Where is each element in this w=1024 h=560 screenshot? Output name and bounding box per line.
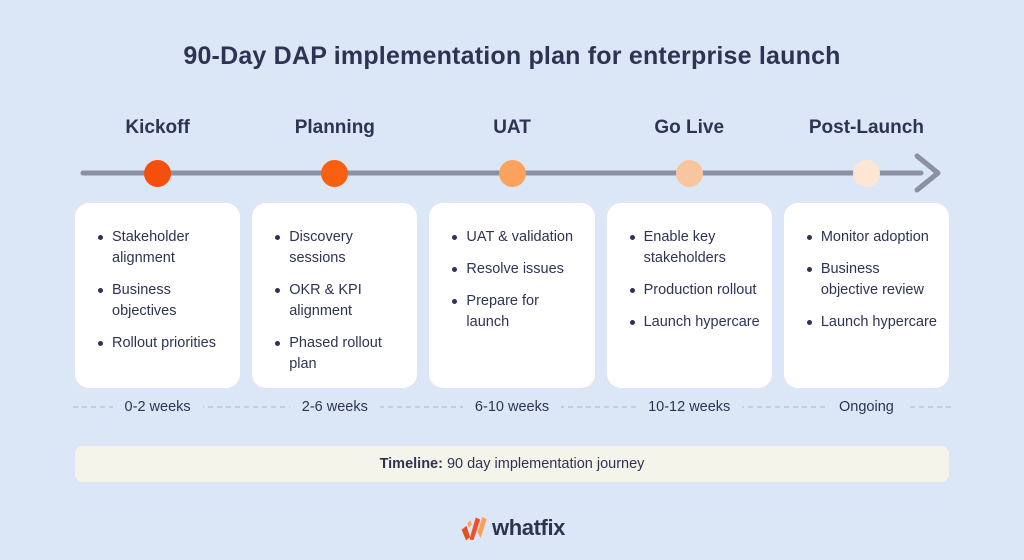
duration-uat: 6-10 weeks	[462, 399, 562, 415]
list-item: Stakeholder alignment	[97, 227, 228, 269]
footer: whatfix	[0, 514, 1024, 542]
duration-row: 0-2 weeks 2-6 weeks 6-10 weeks 10-12 wee…	[73, 388, 951, 426]
list-item: Production rollout	[629, 280, 760, 301]
duration-go-live: 10-12 weeks	[636, 399, 743, 415]
timeline-track	[75, 148, 949, 198]
phase-card-uat: UAT & validation Resolve issues Prepare …	[429, 203, 595, 388]
phase-card-row: Stakeholder alignment Business objective…	[75, 203, 950, 388]
list-item: Launch hypercare	[629, 312, 760, 333]
phase-card-post-launch: Monitor adoption Business objective revi…	[783, 203, 950, 388]
list-item: OKR & KPI alignment	[274, 280, 405, 322]
duration-kickoff: 0-2 weeks	[112, 399, 203, 415]
list-item: UAT & validation	[451, 227, 582, 248]
list-item: Business objectives	[97, 280, 228, 322]
list-item: Resolve issues	[451, 259, 582, 280]
timeline: Kickoff Planning UAT Go Live Post-Launch	[73, 117, 951, 426]
banner-text: 90 day implementation journey	[446, 456, 645, 472]
phase-name-planning: Planning	[294, 117, 375, 138]
phase-card-go-live: Enable key stakeholders Production rollo…	[606, 203, 772, 388]
milestone-dot-planning	[321, 159, 349, 187]
phase-name-kickoff: Kickoff	[125, 117, 190, 138]
milestone-dot-post-launch	[852, 159, 880, 187]
phase-name-uat: UAT	[493, 117, 531, 138]
phase-card-planning: Discovery sessions OKR & KPI alignment P…	[252, 203, 418, 388]
list-item: Phased rollout plan	[274, 333, 405, 375]
whatfix-logo-icon	[461, 516, 487, 541]
phase-card-kickoff: Stakeholder alignment Business objective…	[75, 203, 241, 388]
milestone-dot-uat	[498, 159, 526, 187]
list-item: Enable key stakeholders	[629, 227, 760, 269]
duration-post-launch: Ongoing	[827, 399, 906, 415]
milestone-dot-kickoff	[144, 159, 172, 187]
timeline-banner: Timeline: 90 day implementation journey	[75, 446, 949, 482]
list-item: Prepare for launch	[451, 291, 582, 333]
phase-name-post-launch: Post-Launch	[808, 117, 924, 138]
phase-name-go-live: Go Live	[654, 117, 725, 138]
milestone-dot-row	[75, 148, 949, 198]
list-item: Business objective review	[806, 259, 937, 301]
list-item: Discovery sessions	[274, 227, 405, 269]
phase-name-row: Kickoff Planning UAT Go Live Post-Launch	[75, 117, 949, 139]
list-item: Launch hypercare	[806, 312, 937, 333]
list-item: Monitor adoption	[806, 227, 937, 248]
page-title: 90-Day DAP implementation plan for enter…	[183, 42, 841, 70]
list-item: Rollout priorities	[97, 333, 228, 354]
duration-planning: 2-6 weeks	[289, 399, 380, 415]
whatfix-logo-text: whatfix	[492, 515, 565, 540]
banner-label: Timeline:	[379, 456, 443, 472]
milestone-dot-go-live	[675, 159, 703, 187]
